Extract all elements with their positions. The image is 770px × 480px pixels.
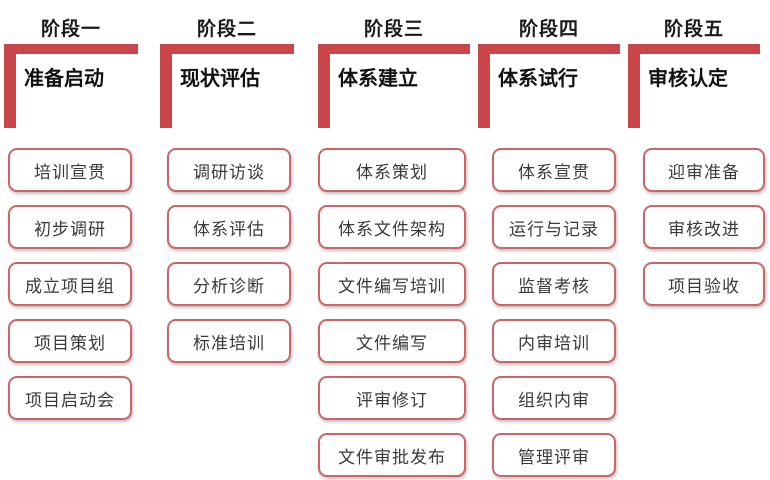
stage-label: 阶段一 bbox=[40, 18, 101, 40]
stage-label: 阶段四 bbox=[518, 18, 579, 40]
step-box[interactable]: 运行与记录 bbox=[492, 205, 616, 249]
stage-title: 准备启动 bbox=[24, 66, 104, 90]
step-box[interactable]: 迎审准备 bbox=[643, 148, 765, 192]
step-box[interactable]: 成立项目组 bbox=[8, 262, 132, 306]
step-box[interactable]: 审核改进 bbox=[643, 205, 765, 249]
step-box[interactable]: 文件编写培训 bbox=[318, 262, 466, 306]
step-box[interactable]: 管理评审 bbox=[492, 433, 616, 477]
step-box[interactable]: 组织内审 bbox=[492, 376, 616, 420]
step-box[interactable]: 培训宣贯 bbox=[8, 148, 132, 192]
stage-label: 阶段三 bbox=[363, 18, 424, 40]
step-box[interactable]: 体系文件架构 bbox=[318, 205, 466, 249]
step-box[interactable]: 标准培训 bbox=[167, 319, 291, 363]
step-box[interactable]: 体系宣贯 bbox=[492, 148, 616, 192]
stage-title: 现状评估 bbox=[180, 66, 260, 90]
step-box[interactable]: 监督考核 bbox=[492, 262, 616, 306]
stage-label: 阶段二 bbox=[196, 18, 257, 40]
step-box[interactable]: 体系评估 bbox=[167, 205, 291, 249]
step-box[interactable]: 文件编写 bbox=[318, 319, 466, 363]
step-box[interactable]: 初步调研 bbox=[8, 205, 132, 249]
step-box[interactable]: 项目启动会 bbox=[8, 376, 132, 420]
step-box[interactable]: 评审修订 bbox=[318, 376, 466, 420]
step-box[interactable]: 文件审批发布 bbox=[318, 433, 466, 477]
stage-title: 体系建立 bbox=[338, 66, 418, 90]
step-box[interactable]: 调研访谈 bbox=[167, 148, 291, 192]
step-box[interactable]: 体系策划 bbox=[318, 148, 466, 192]
step-box[interactable]: 项目策划 bbox=[8, 319, 132, 363]
step-box[interactable]: 分析诊断 bbox=[167, 262, 291, 306]
stage-title: 体系试行 bbox=[498, 66, 578, 90]
step-box[interactable]: 内审培训 bbox=[492, 319, 616, 363]
stage-title: 审核认定 bbox=[648, 66, 728, 90]
step-box[interactable]: 项目验收 bbox=[643, 262, 765, 306]
stage-label: 阶段五 bbox=[663, 18, 724, 40]
